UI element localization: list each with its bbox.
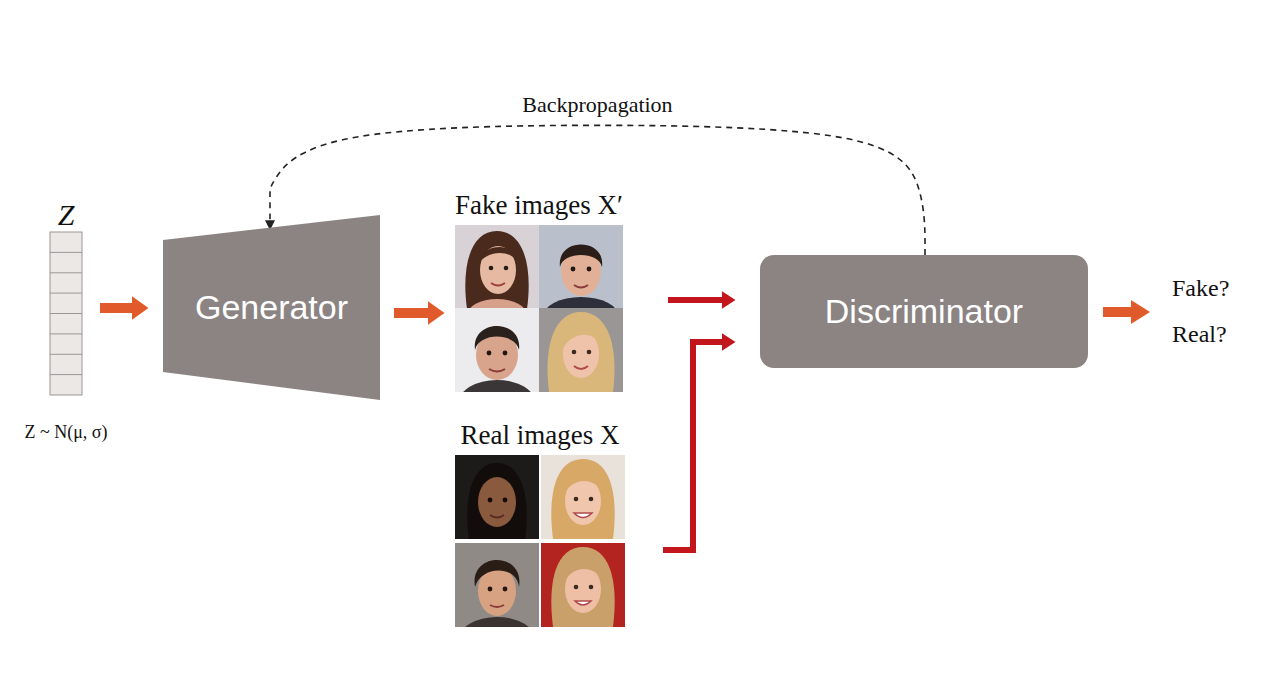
fake-face-part-part — [563, 329, 601, 348]
block-title: Generator — [195, 288, 348, 327]
real-face-part — [455, 455, 539, 539]
fake-face — [455, 308, 539, 424]
real-face-part-part — [575, 601, 591, 605]
output-arrow-part — [1131, 300, 1150, 324]
fake-face-part-part — [465, 231, 528, 309]
fake-image-grid: Fake images X′ — [455, 225, 623, 392]
fake-face-part-part — [539, 308, 623, 392]
latent-symbol: Z — [58, 200, 75, 230]
fake-face-part-part — [455, 225, 539, 309]
real-face-part-part — [589, 497, 594, 502]
fake-face-part-part — [491, 283, 505, 286]
real-face-part-part — [551, 459, 614, 539]
distribution-label: Z ~ N(μ, σ) — [24, 423, 107, 443]
fake-face-part-part — [587, 267, 592, 272]
fake-face-part — [455, 308, 539, 392]
latent-cells-part — [50, 252, 82, 374]
real-face-part — [541, 543, 625, 627]
real-face — [541, 543, 625, 627]
fake-face-part-part — [487, 351, 492, 356]
output-label: Fake? Real? — [1172, 265, 1252, 357]
fake-face-part — [455, 225, 539, 309]
real-face-part-part — [551, 547, 614, 627]
fake-face-part-part — [543, 297, 619, 309]
real-face-part-part — [574, 585, 579, 590]
fake-face — [539, 308, 623, 392]
real-face-part-part — [455, 543, 539, 627]
real-face-part-part — [503, 587, 508, 592]
fake-face-part-part — [571, 267, 576, 272]
fake-face-part-part — [504, 266, 509, 271]
fake-face-part-part — [560, 245, 602, 268]
real-face-part-part — [488, 587, 493, 592]
block-title: Discriminator — [825, 292, 1023, 331]
real-face-part-part — [478, 477, 516, 527]
real-image-grid: Real images X — [455, 455, 625, 627]
real-face-part-part — [565, 563, 603, 581]
flow-arrow — [100, 303, 132, 313]
flow-arrow — [394, 308, 428, 318]
fake-face-part-part — [479, 247, 517, 263]
real-face — [455, 543, 539, 661]
real-face-part-part — [541, 543, 625, 627]
real-face-part-part — [574, 497, 579, 502]
fake-face-part-part — [475, 326, 519, 350]
real-face-part-part — [475, 560, 520, 587]
fake-face-part-part — [503, 351, 508, 356]
fake-face-part-part — [489, 369, 505, 372]
latent-vector: ZZ ~ N(μ, σ) — [50, 232, 82, 395]
real-face-part-part — [565, 475, 603, 493]
real-face-part-part — [459, 617, 535, 627]
fake-face-part-part — [467, 299, 527, 309]
real-face — [541, 455, 625, 539]
input-arrow — [668, 297, 722, 303]
fake-face-part-part — [547, 312, 614, 392]
real-face — [455, 455, 539, 539]
real-face-part-part — [574, 513, 592, 518]
real-face-part — [541, 455, 625, 539]
fake-face-part-part — [574, 285, 588, 288]
real-face-part-part — [541, 455, 625, 539]
fake-face-part — [539, 308, 623, 392]
group-heading: Real images X — [461, 421, 620, 451]
input-arrow — [663, 342, 722, 550]
real-face-part — [455, 543, 539, 627]
real-face-part-part — [488, 498, 493, 503]
fake-face-part-part — [539, 225, 623, 309]
discriminator-block: Discriminator — [760, 255, 1088, 368]
fake-face-part-part — [489, 266, 494, 271]
fake-face-part-part — [574, 366, 588, 369]
fake-face-part — [539, 225, 623, 309]
fake-face-part-part — [480, 246, 516, 294]
trapezoid-outline — [163, 215, 380, 400]
real-face-part-part — [467, 463, 526, 539]
group-heading: Fake images X′ — [455, 191, 623, 221]
output-arrow — [1103, 300, 1150, 324]
fake-face-part-part — [459, 380, 535, 392]
fake-face-part-part — [455, 308, 539, 392]
output-arrow-part — [1103, 307, 1132, 317]
real-face-part-part — [455, 455, 539, 539]
edge-label: Backpropagation — [518, 92, 676, 117]
real-face-part-part — [490, 605, 504, 607]
real-face-part-part — [503, 498, 508, 503]
generator-block: Generator — [163, 215, 380, 400]
latent-cells-part — [50, 232, 82, 395]
fake-face-part-part — [572, 350, 577, 355]
fake-face-part-part — [587, 350, 592, 355]
latent-cells — [50, 232, 82, 395]
real-face-part-part — [490, 515, 504, 518]
real-face-part-part — [589, 585, 594, 590]
